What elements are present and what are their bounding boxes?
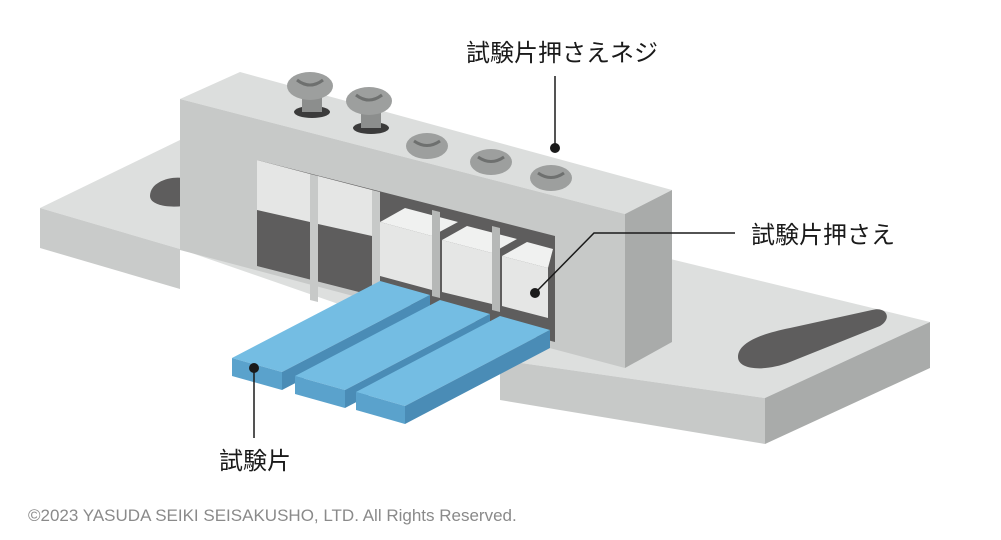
specimen-bar (356, 316, 550, 424)
test-specimens (232, 281, 550, 424)
screw-icon (470, 149, 512, 175)
label-specimen-screw: 試験片押さえネジ (466, 39, 658, 67)
copyright-notice: ©2023 YASUDA SEIKI SEISAKUSHO, LTD. All … (28, 506, 517, 525)
specimen-presser (257, 160, 553, 318)
screw-icon (287, 72, 333, 118)
label-test-specimen: 試験片 (219, 447, 291, 475)
leader-specimen (249, 363, 259, 438)
screw-row (287, 72, 572, 191)
screw-icon (346, 87, 392, 134)
leader-screw (550, 76, 560, 153)
screw-icon (406, 133, 448, 159)
label-specimen-presser: 試験片押さえ (751, 221, 895, 249)
screw-icon (530, 165, 572, 191)
leader-presser (530, 232, 735, 298)
